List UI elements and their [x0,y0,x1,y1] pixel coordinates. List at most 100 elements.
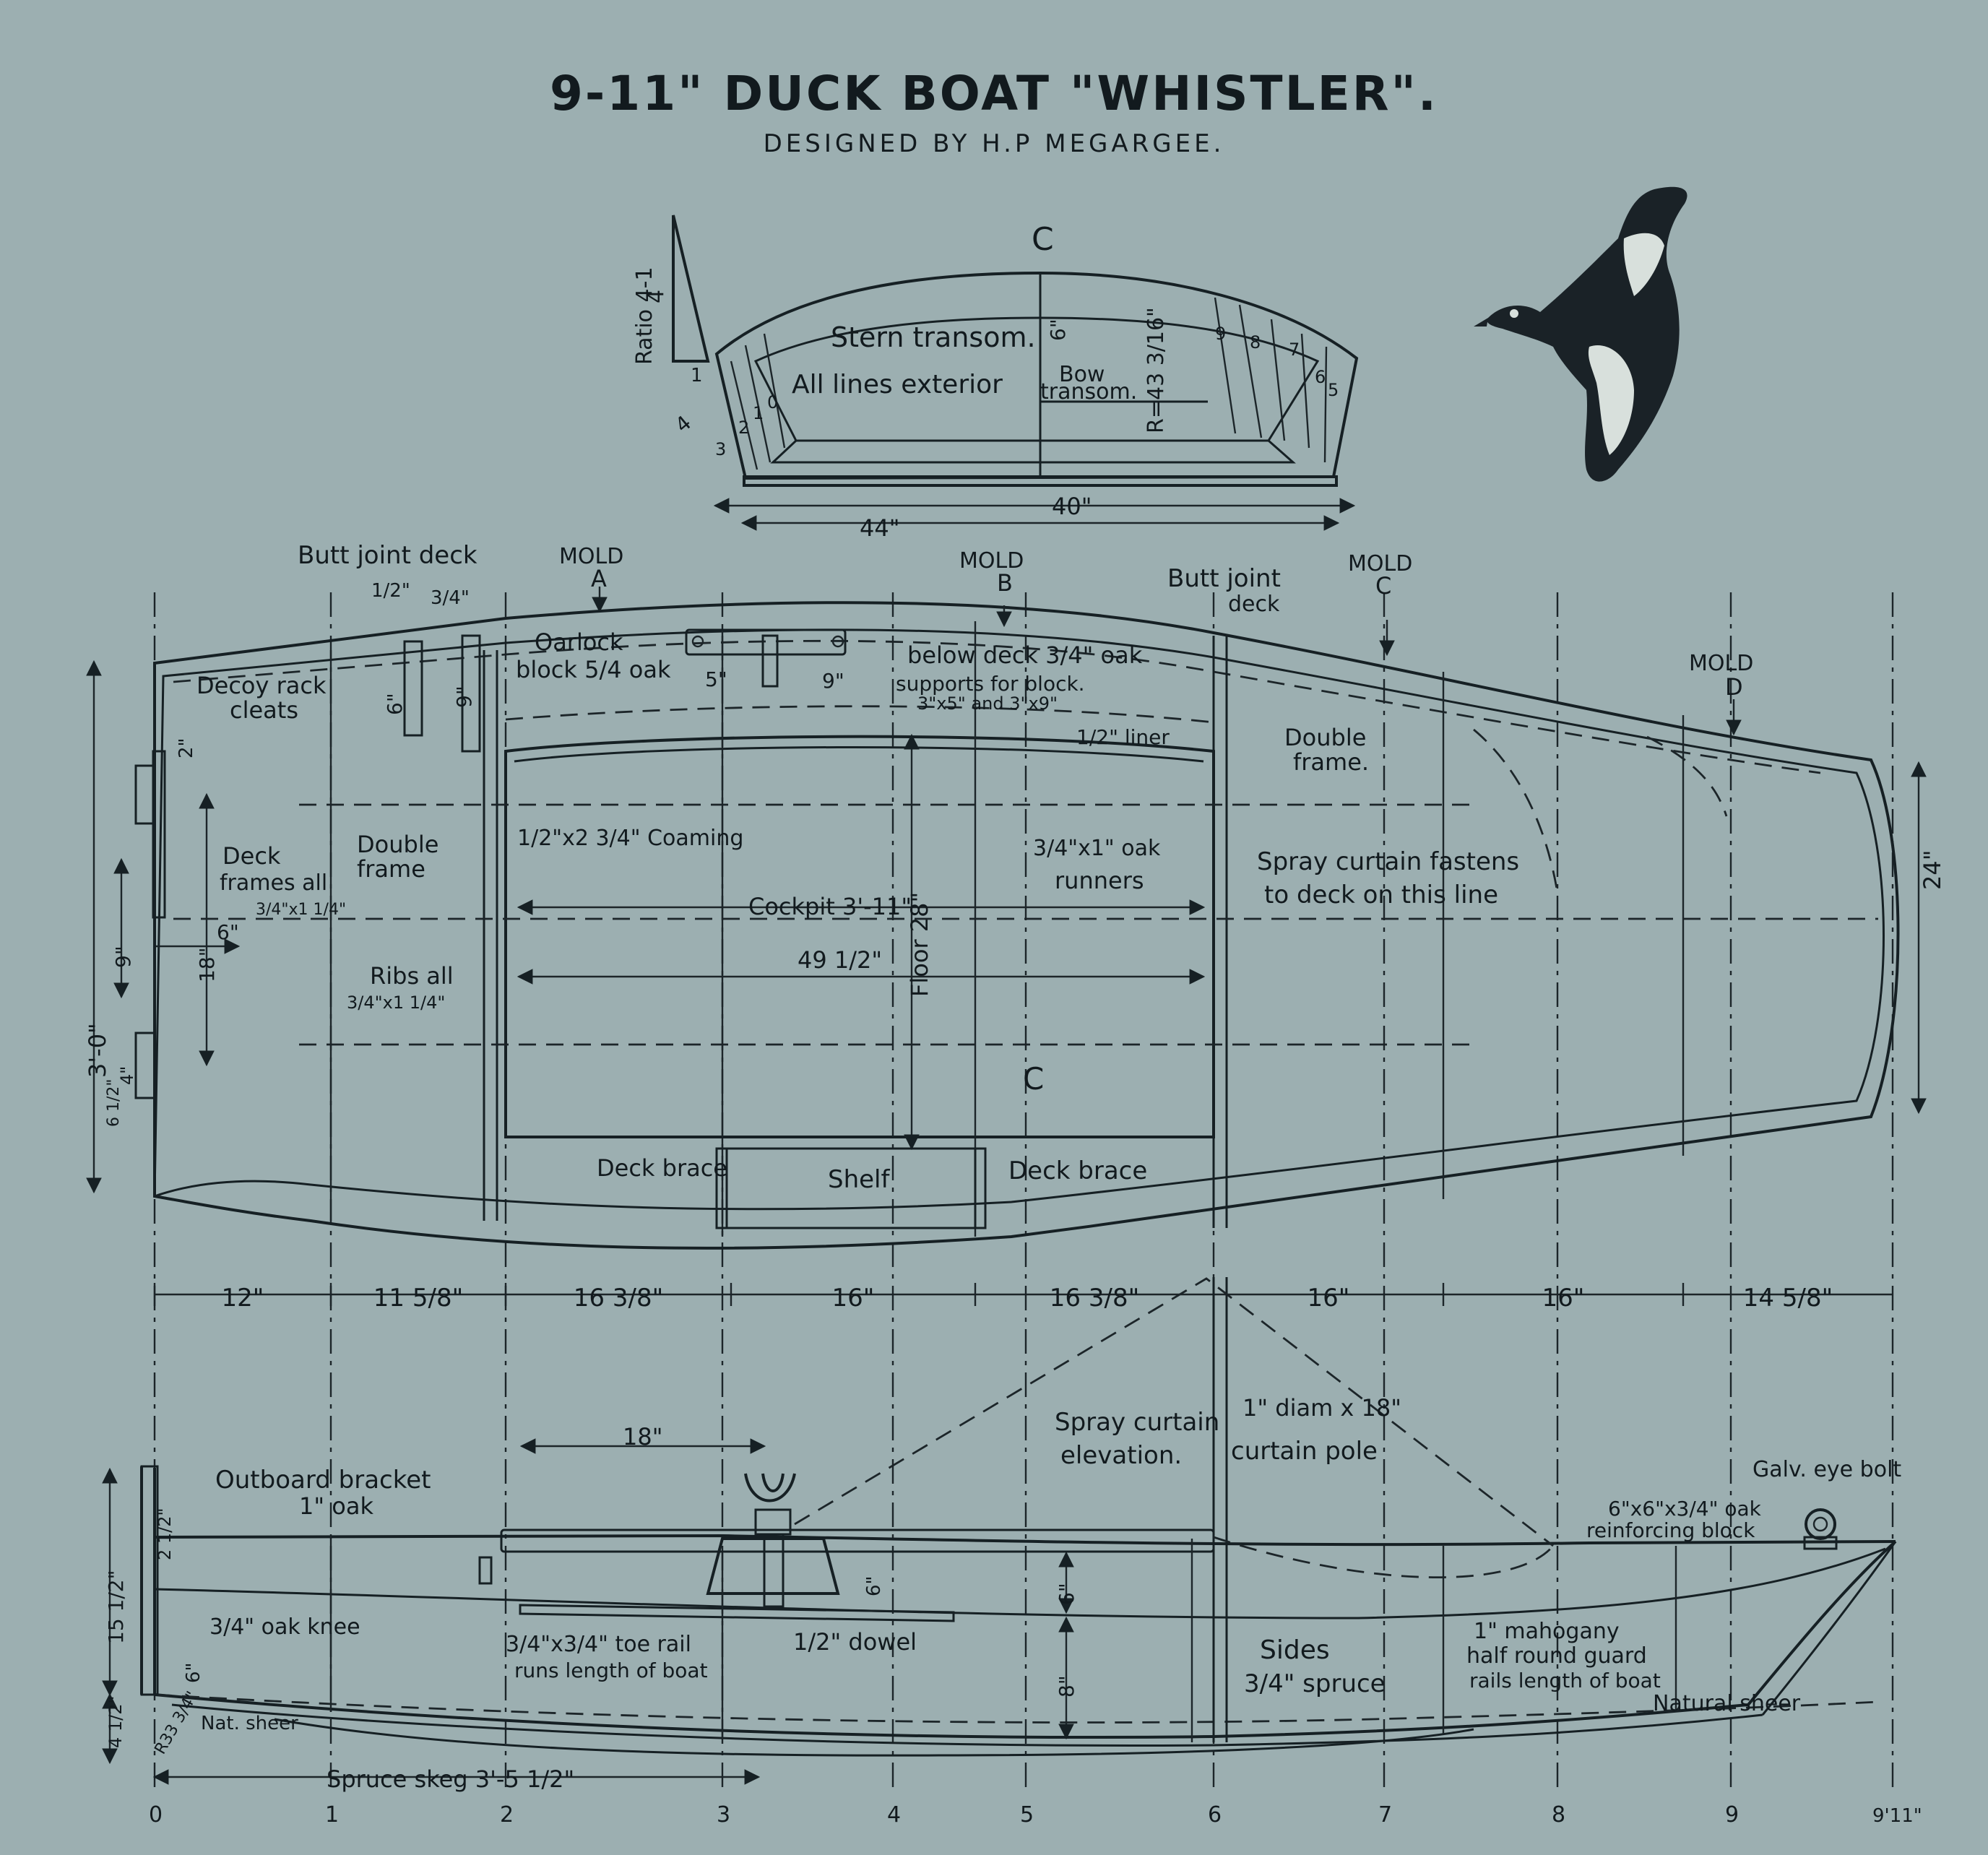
station-spacing-label: 16 3/8" [1050,1284,1139,1313]
butt-joint-deck-left-label: Butt joint deck [298,541,477,570]
below-deck-label-1: below deck 3/4" oak [907,641,1143,669]
transom-dim-6: 6" [1046,319,1070,341]
liner-label: 1/2" liner [1076,725,1170,749]
transom-num-5: 5 [1328,380,1339,400]
oak-knee-label: 3/4" oak knee [209,1614,360,1640]
natural-sheer-label: Natural sheer [1653,1691,1801,1716]
dim-r33-elev: R33 3/4" [152,1689,202,1757]
double-frame-left-label-1: Double [357,831,438,858]
dim-9-oarlock: 9" [822,669,844,693]
station-number: 9'11" [1872,1805,1922,1827]
bow-transom-label-2: transom. [1040,379,1137,405]
dim-18-plan: 18" [195,947,219,982]
dim-6-half-plan: 6 1/2" [105,1078,123,1127]
nat-sheer-label: Nat. sheer [201,1713,298,1734]
transom-num-8: 8 [1250,332,1261,353]
mold-d-letter: D [1725,673,1743,701]
station-number: 3 [717,1802,730,1828]
transom-num-7: 7 [1289,340,1300,360]
transom-num-6: 6 [1315,367,1326,387]
deck-frames-label-3: 3/4"x1 1/4" [256,901,346,919]
sides-label-2: 3/4" spruce [1244,1669,1386,1698]
plan-centerline: C [1023,1061,1044,1097]
station-number: 2 [500,1802,514,1828]
transom-num-0: 0 [767,392,778,412]
station-spacing-label: 16" [1542,1284,1585,1313]
spray-curtain-elev-label-1: Spray curtain [1055,1408,1219,1437]
dim-3-0: 3'-0" [84,1023,111,1078]
deck-frames-label-1: Deck [222,842,281,870]
station-number: 0 [149,1802,163,1828]
transom-num-2: 2 [738,418,749,438]
dim-2-half-elev: 2 1/2" [155,1508,175,1560]
station-lines [153,592,1894,1791]
spruce-skeg-label: Spruce skeg 3'-5 1/2" [327,1765,574,1793]
station-spacing-label: 16 3/8" [574,1284,663,1313]
stern-transom-label: Stern transom. [831,321,1036,353]
station-spacing-label: 14 5/8" [1743,1284,1833,1313]
transom-dim-44: 44" [860,514,899,542]
spray-curtain-label-2: to deck on this line [1264,881,1498,909]
reinforcing-block-label-2: reinforcing block [1586,1518,1755,1542]
mold-a-letter: A [591,565,607,592]
all-lines-exterior-label: All lines exterior [792,370,1003,399]
ratio-triangle [672,215,710,363]
ratio-4-upper: 4 [644,290,669,303]
drawing-title: 9-11" DUCK BOAT "WHISTLER". [550,66,1438,121]
oak-runners-label-2: runners [1055,867,1144,894]
plan-view: Butt joint deck Butt joint deck MOLD A M… [84,541,1946,1250]
mahogany-label-3: rails length of boat [1469,1669,1661,1692]
toe-rail-label-1: 3/4"x3/4" toe rail [506,1632,691,1657]
transom-num-1: 1 [753,403,764,423]
curtain-pole-label-1: 1" diam x 18" [1242,1394,1401,1422]
duck-illustration [1474,186,1687,482]
cockpit-label: Cockpit 3'-11" [748,893,912,920]
station-spacing-label: 16" [1308,1284,1350,1313]
decoy-rack-label-1: Decoy rack [196,672,327,699]
mold-a-label: MOLD [559,544,623,569]
elevation-view: 18" Spray curtain elevation. 1" diam x 1… [102,1277,1901,1793]
spray-curtain-elev-label-2: elevation. [1060,1441,1182,1470]
below-deck-label-2: supports for block. [896,672,1085,696]
double-frame-left-label-2: frame [357,855,425,883]
outboard-bracket-label-1: Outboard bracket [215,1466,431,1495]
station-number: 6 [1208,1802,1222,1828]
transom-centerline: C [1032,221,1054,258]
oarlock-block-label-1: Oarlock [535,628,623,656]
mold-c-label: MOLD [1348,551,1412,576]
deck-frames-label-2: frames all [220,870,327,896]
dim-6-frames: 6" [217,920,239,944]
spray-curtain-label-1: Spray curtain fastens [1257,847,1519,876]
dim-6-rail: 6" [863,1575,885,1596]
dim-18-elev: 18" [623,1423,662,1450]
butt-joint-deck-right-label-1: Butt joint [1167,564,1281,593]
dim-5-oarlock: 5" [705,667,727,691]
station-number: 7 [1378,1802,1392,1828]
mold-c-letter: C [1375,572,1391,600]
double-frame-right-label-1: Double [1284,724,1366,751]
station-spacing-label: 12" [222,1284,264,1313]
deck-brace-right-label: Deck brace [1008,1156,1147,1185]
ribs-label-2: 3/4"x1 1/4" [347,993,445,1013]
dowel-label: 1/2" dowel [793,1628,917,1656]
station-spacing-label: 16" [832,1284,875,1313]
dim-2-cleat: 2" [176,738,197,758]
dim-8-elev: 8" [1055,1675,1079,1698]
dim-6-cleat: 6" [383,693,407,715]
dim-9-plan: 9" [111,946,135,968]
station-number: 4 [887,1802,901,1828]
curtain-pole-label-2: curtain pole [1231,1437,1378,1466]
dim-6-side: 6" [1055,1583,1079,1605]
station-number: 9 [1725,1802,1739,1828]
bow-transom-label-1: Bow [1059,362,1105,387]
double-frame-right-label-2: frame. [1293,748,1369,776]
mold-b-letter: B [997,569,1013,597]
station-number: 8 [1552,1802,1565,1828]
dim-49-label: 49 1/2" [798,946,882,974]
galv-eye-bolt-label: Galv. eye bolt [1753,1457,1901,1482]
mahogany-label-2: half round guard [1466,1643,1647,1669]
drawing-subtitle: DESIGNED BY H.P MEGARGEE. [764,129,1225,158]
